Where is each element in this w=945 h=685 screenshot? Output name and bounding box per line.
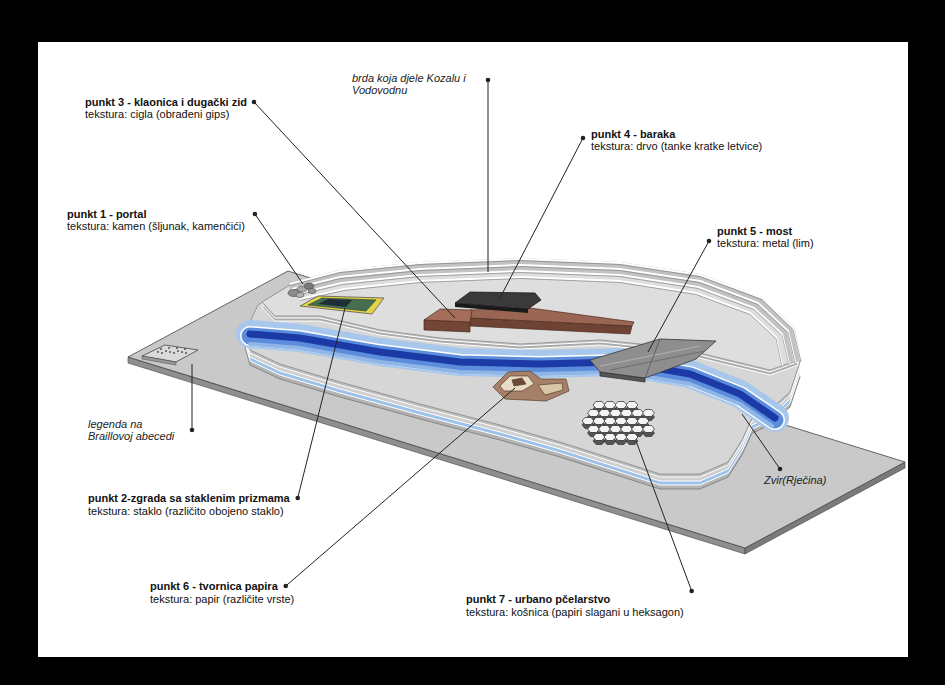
glass-prism-building (300, 296, 384, 314)
white-panel (38, 42, 908, 657)
legend-note: legenda na Braillovoj abecedi (88, 418, 184, 442)
braille-legend-plate (142, 345, 198, 365)
hive-top (610, 410, 622, 417)
metal-bridge (590, 339, 716, 382)
hive-top (626, 402, 638, 409)
leader-dot (252, 100, 257, 105)
hive-top (643, 410, 655, 417)
hive-top (593, 402, 605, 409)
slaughterhouse-wall (424, 308, 634, 334)
callout-title: punkt 5 - most (717, 225, 792, 237)
hive-top (588, 410, 600, 417)
leader-dot (581, 136, 586, 141)
callout-title: punkt 6 - tvornica papira (150, 580, 278, 592)
hive-top (626, 418, 638, 425)
texture-note: tekstura: metal (lim) (717, 237, 814, 249)
hive-top (615, 418, 627, 425)
leader-dot (295, 496, 300, 501)
leader-line (298, 308, 345, 498)
leader-line (500, 138, 583, 298)
texture-note: tekstura: staklo (različito obojeno stak… (88, 505, 284, 517)
leader-dot (190, 428, 195, 433)
leader-line (254, 102, 455, 318)
leader-line (286, 388, 515, 586)
leader-dot (778, 467, 783, 472)
leader-dot (689, 589, 694, 594)
callout-title: punkt 7 - urbano pčelarstvo (466, 593, 610, 605)
texture-note: tekstura: košnica (papiri slagani u heks… (466, 606, 684, 618)
texture-note: tekstura: papir (različite vrste) (150, 593, 294, 605)
hive-top (621, 410, 633, 417)
texture-note: tekstura: kamen (šljunak, kamenčići) (67, 220, 245, 232)
hive-top (610, 426, 622, 433)
hive-top (626, 434, 638, 441)
texture-note: tekstura: drvo (tanke kratke letvice) (591, 140, 762, 152)
leader-line (636, 441, 692, 591)
hive-top (604, 402, 616, 409)
callout-title: punkt 1 - portal (67, 208, 146, 220)
leader-line (742, 414, 780, 469)
hive-top (582, 418, 594, 425)
leader-line (648, 241, 709, 352)
callout-title: punkt 2-zgrada sa staklenim prizmama (88, 492, 290, 504)
hills (290, 259, 801, 368)
hive-top (599, 426, 611, 433)
leader-dot (486, 78, 491, 83)
hive-top (637, 418, 649, 425)
hive-top (604, 434, 616, 441)
portal-stones (288, 283, 316, 298)
callout-title: punkt 4 - baraka (591, 128, 675, 140)
callout-title: punkt 3 - klaonica i dugački zid (85, 96, 247, 108)
hive-top (632, 426, 644, 433)
beehive-cluster (582, 402, 655, 445)
leader-line (255, 214, 303, 284)
hive-top (621, 426, 633, 433)
leader-dot (707, 239, 712, 244)
leader-line (488, 80, 489, 272)
leader-dot (253, 212, 258, 217)
barrack (455, 292, 541, 313)
hive-top (599, 410, 611, 417)
hive-top (615, 434, 627, 441)
leader-dot (283, 584, 288, 589)
leader-line (192, 364, 193, 430)
hive-top (632, 410, 644, 417)
hive-top (643, 426, 655, 433)
hive-top (593, 434, 605, 441)
hive-top (593, 418, 605, 425)
hive-top (615, 402, 627, 409)
texture-note: tekstura: cigla (obrađeni gips) (85, 108, 229, 120)
hill-note: brda koja djele Kozalu i Vodovodnu (352, 72, 480, 96)
hive-top (604, 418, 616, 425)
hive-top (588, 426, 600, 433)
river-name: Zvir(Rječina) (764, 474, 826, 486)
